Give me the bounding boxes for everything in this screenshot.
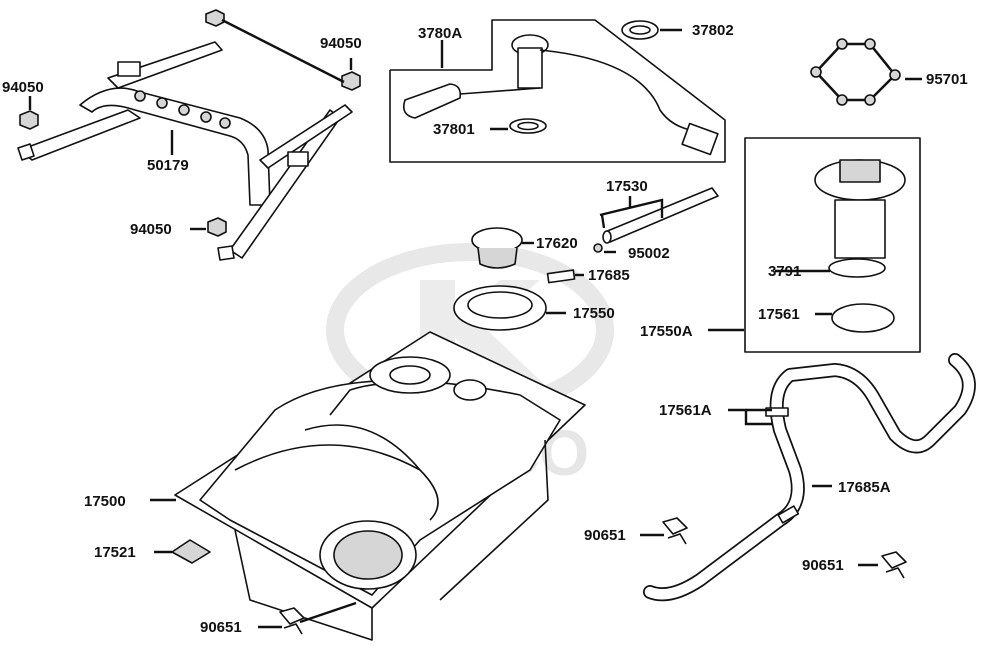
pump-box-17550A [744,137,921,353]
label-37801: 37801 [433,121,475,138]
nut-94050-bottom [207,217,227,237]
pipe-17685 [546,269,576,284]
label-94050-bottom: 94050 [130,221,172,238]
screws-95701 [810,38,901,106]
cap-17620 [471,227,523,269]
label-94050-top: 94050 [320,35,362,52]
clip-90651-mid [662,517,688,545]
clip-90651-bottom [279,607,305,635]
sender-box-3780A [389,19,726,163]
label-94050-left: 94050 [2,79,44,96]
label-90651-mid: 90651 [584,527,626,544]
tube-17530 [593,187,719,253]
label-17685A: 17685A [838,479,891,496]
label-3780A: 3780A [418,25,463,42]
label-17550: 17550 [573,305,615,322]
leader-lines [28,18,922,629]
label-3791: 3791 [768,263,802,280]
label-17500: 17500 [84,493,126,510]
label-95701: 95701 [926,71,968,88]
label-17521: 17521 [94,544,136,561]
fuel-tank-17500 [174,331,586,641]
label-17561A: 17561A [659,402,712,419]
label-17550A: 17550A [640,323,693,340]
clip-90651-right [881,551,907,579]
label-17530: 17530 [606,178,648,195]
bracket-50179 [17,41,353,261]
label-17685: 17685 [588,267,630,284]
label-50179: 50179 [147,157,189,174]
label-37802: 37802 [692,22,734,39]
label-90651-right: 90651 [802,557,844,574]
nut-94050-left [19,110,39,130]
gasket-17550 [453,285,547,331]
hose-17685A [643,353,976,602]
label-95002: 95002 [628,245,670,262]
label-90651-bottom: 90651 [200,619,242,636]
label-17561: 17561 [758,306,800,323]
label-17620: 17620 [536,235,578,252]
pad-17521 [171,539,211,564]
nut-94050-top [205,9,361,91]
ring-37802 [621,20,659,40]
